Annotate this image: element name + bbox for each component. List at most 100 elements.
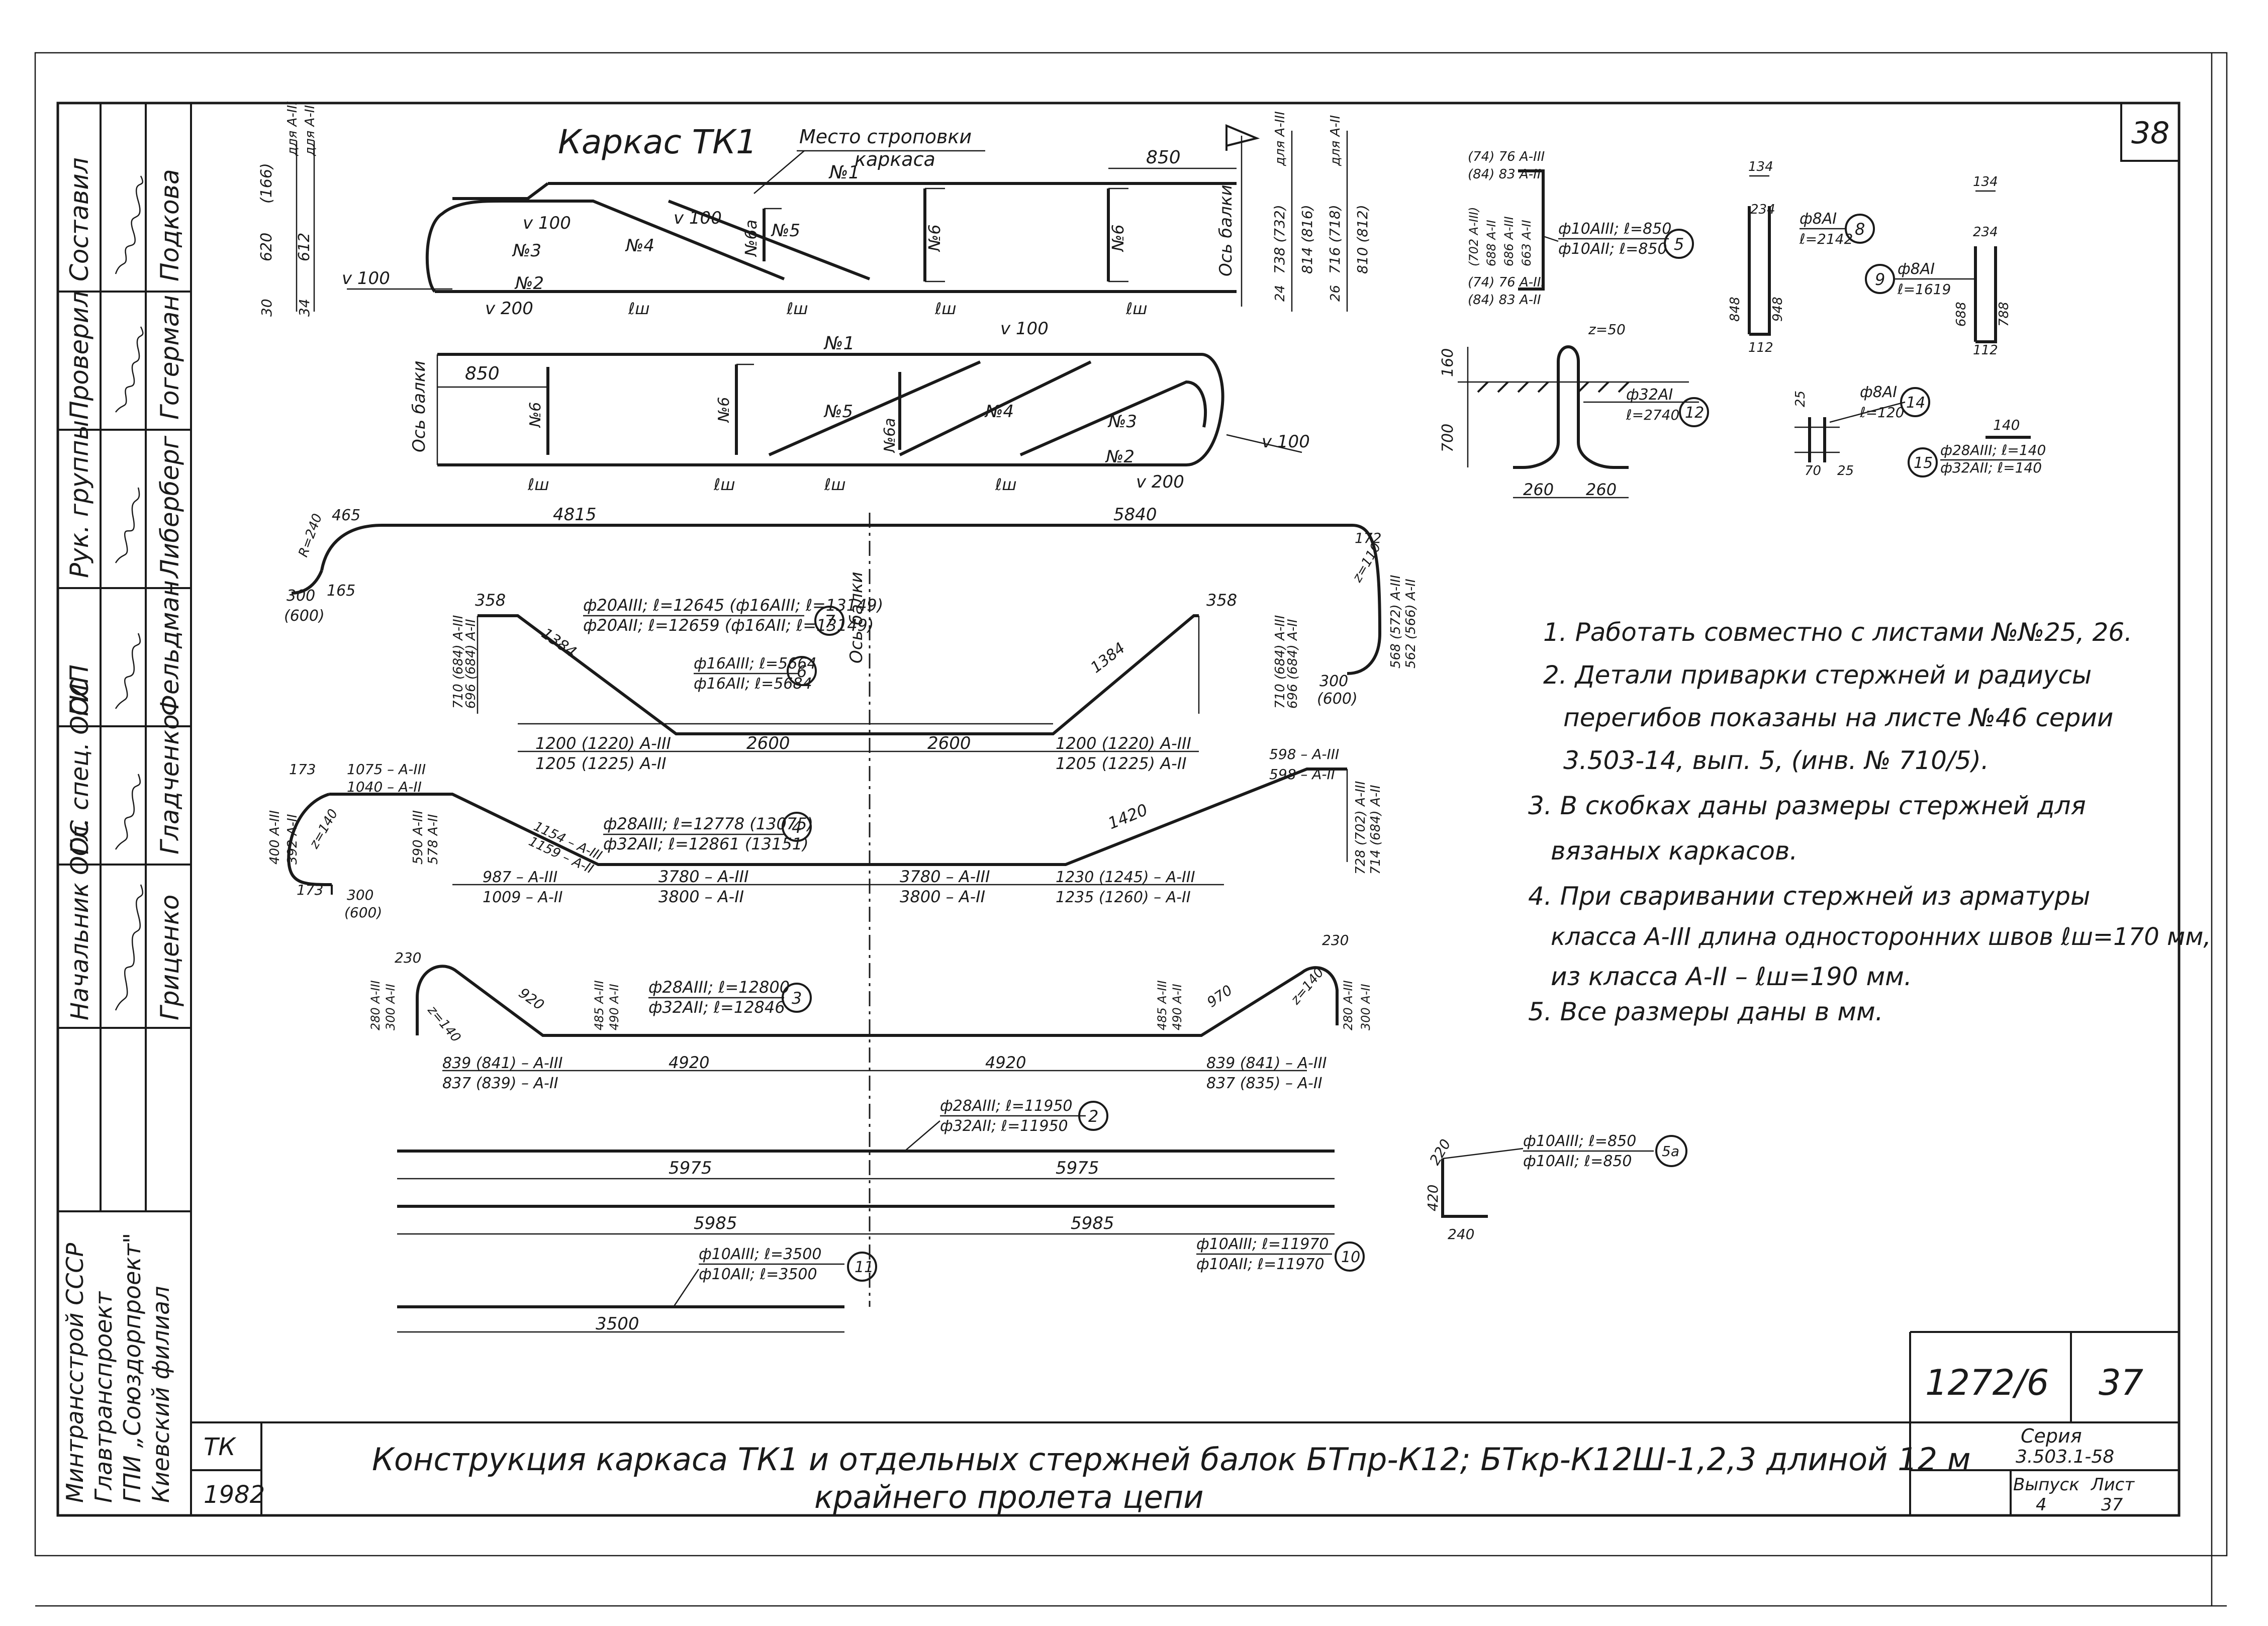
sling-label-2: каркаса <box>855 148 935 170</box>
bar15-callout: ф28АIII; ℓ=140 <box>1940 442 2046 458</box>
bar5-d74: (74) 76 А-III <box>1468 149 1545 164</box>
bar7-callout: ф20АIII; ℓ=12645 (ф16АIII; ℓ=13149) <box>583 596 883 615</box>
sheet-label: Лист <box>2090 1475 2135 1495</box>
stamp-name-5: Гладченко <box>155 714 184 854</box>
bar4-bot1: 987 – А-III <box>483 869 557 886</box>
dim-850-plan: 850 <box>465 363 500 384</box>
bar9-688: 688 <box>1954 302 1969 327</box>
bar7-inner-right: 358 <box>1206 591 1237 610</box>
bar4-h-left2: 392 А-II <box>285 814 300 865</box>
bar11-len: 3500 <box>596 1314 639 1334</box>
dim-814: 814 (816) <box>1299 205 1315 274</box>
bar3-callout: ф28АIII; ℓ=12800 <box>648 978 790 997</box>
label-n1-plan: №1 <box>823 333 855 354</box>
bar7-right-172: 172 <box>1355 530 1381 546</box>
note-1: 1. Работать совместно с листами №№25, 26… <box>1543 618 2132 647</box>
bar-10: 5985 5985 ф10АIII; ℓ=11970 ф10АII; ℓ=119… <box>397 1205 1365 1273</box>
bar-11: 3500 ф10АIII; ℓ=3500 ф10АII; ℓ=3500 11 <box>397 1246 877 1334</box>
bar3-h-l3: 485 А-III <box>592 980 606 1030</box>
label-n2-top: №2 <box>514 273 544 294</box>
label-v200-a: v 200 <box>485 299 533 319</box>
label-n4-top: №4 <box>625 236 654 256</box>
bar15-callout2: ф32АII; ℓ=140 <box>1940 459 2042 476</box>
signature-4 <box>115 633 141 709</box>
frame-tk1-elevation: Каркас ТК1 Место строповки каркаса №1 №3… <box>258 101 1371 319</box>
bar5a-callout2: ф10АII; ℓ=850 <box>1523 1153 1632 1170</box>
bar7-inner-left: 358 <box>475 591 506 610</box>
bar7-left-r: R=240 <box>296 512 325 559</box>
bar-3: 230 230 z=140 z=140 920 970 280 А-III 30… <box>368 932 1373 1092</box>
label-n6-top-a: №6 <box>925 224 944 252</box>
label-lsh-plan-4: ℓш <box>995 475 1017 494</box>
stamp-role-1: Составил <box>65 157 94 281</box>
label-lsh-plan-1: ℓш <box>527 475 549 494</box>
stamp-column: Составил Подкова Проверил Гогерман Рук. … <box>58 103 192 1515</box>
bar4-s600: (600) <box>344 904 382 921</box>
label-n3-plan: №3 <box>1107 412 1137 432</box>
bar11-num: 11 <box>855 1259 874 1276</box>
bar7-bot-2600a: 2600 <box>746 733 790 753</box>
bar5-d84: (84) 83 А-II <box>1468 167 1541 182</box>
bar9-len: ℓ=1619 <box>1897 281 1951 298</box>
bar7-bot-1205r: 1205 (1225) А-II <box>1056 754 1187 773</box>
bar8-848: 848 <box>1728 297 1743 322</box>
bar12-callout: ф32АI <box>1626 386 1673 404</box>
bar3-r-l: z=140 <box>424 1002 463 1045</box>
bar3-bot-r2: 837 (835) – А-II <box>1206 1075 1322 1092</box>
bar3-top-l: 230 <box>395 949 421 966</box>
bar4-top2: 1040 – А-II <box>347 779 422 795</box>
label-n5-top: №5 <box>771 221 800 241</box>
bar5-d84b: (84) 83 А-II <box>1468 293 1541 308</box>
bar4-top-r1: 598 – А-III <box>1269 746 1339 762</box>
bar3-bot-l1: 839 (841) – А-III <box>442 1055 563 1072</box>
notes: 1. Работать совместно с листами №№25, 26… <box>1528 618 2211 1026</box>
bar10-callout2: ф10АII; ℓ=11970 <box>1196 1256 1325 1273</box>
bar7-bot-1200: 1200 (1220) А-III <box>535 734 671 753</box>
bar7-callout2: ф20АII; ℓ=12659 (ф16АII; ℓ=13149) <box>583 616 874 635</box>
bar4-s173b: 173 <box>297 882 323 898</box>
bar4-h-r2: 714 (684) А-II <box>1368 785 1383 875</box>
bar12-160: 160 <box>1439 348 1457 377</box>
axis-beam-plan: Ось балки <box>409 361 429 452</box>
bar7-h-right-out2: 562 (566) А-II <box>1403 579 1419 668</box>
stamp-role-4: ГИП <box>65 664 94 716</box>
bar2-left: 5975 <box>669 1158 712 1178</box>
page-box: 37 <box>2099 1362 2143 1403</box>
label-lsh-2: ℓш <box>786 299 808 318</box>
bar4-diag-r: 1420 <box>1105 800 1151 833</box>
dim-24-right: 24 <box>1273 285 1288 302</box>
bar5a-240: 240 <box>1448 1226 1474 1242</box>
label-lsh-plan-2: ℓш <box>713 475 735 494</box>
bar10-num: 10 <box>1341 1249 1360 1266</box>
bar11-callout2: ф10АII; ℓ=3500 <box>699 1266 817 1283</box>
note-7: 4. При сваривании стержней из арматуры <box>1528 882 2090 911</box>
bar4-callout2: ф32АII; ℓ=12861 (13151) <box>603 834 809 853</box>
sheet-value: 37 <box>2101 1495 2123 1515</box>
bar5-num: 5 <box>1674 235 1684 254</box>
bar5a-num: 5а <box>1662 1143 1679 1160</box>
bar4-bot-r2: 1235 (1260) – А-II <box>1056 889 1191 906</box>
stamp-name-3: Либерберг <box>155 435 184 579</box>
bar5-callout: ф10АIII; ℓ=850 <box>1558 220 1671 238</box>
bar8-234: 234 <box>1750 202 1775 217</box>
label-v100-c: v 100 <box>342 268 390 289</box>
bar4-r-left: z=140 <box>307 807 341 852</box>
signature-6 <box>115 884 143 1011</box>
bar14-callout: ф8АI <box>1860 384 1897 401</box>
bar7-right-600: (600) <box>1317 690 1358 708</box>
bar3-bot-4920b: 4920 <box>985 1053 1026 1072</box>
bar4-top1: 1075 – А-III <box>347 761 426 778</box>
bar5a-420: 420 <box>1425 1185 1441 1211</box>
series-label: Серия <box>2021 1425 2082 1447</box>
sheet-number-box <box>2120 102 2180 162</box>
bar7-h-left: 710 (684) А-III <box>451 615 466 709</box>
bar4-bot-3800a: 3800 – А-II <box>658 887 744 906</box>
bar7-num: 7 <box>824 612 835 632</box>
bar5-callout2: ф10АII; ℓ=850 <box>1558 240 1667 258</box>
label-n6-top-b: №6 <box>1108 224 1127 252</box>
bar12-260a: 260 <box>1523 480 1554 499</box>
bar3-r-r: z=140 <box>1288 965 1327 1008</box>
dim-612: 612 <box>296 233 313 261</box>
dim-620: 620 <box>258 233 275 261</box>
bar5a-callout: ф10АIII; ℓ=850 <box>1523 1132 1636 1150</box>
